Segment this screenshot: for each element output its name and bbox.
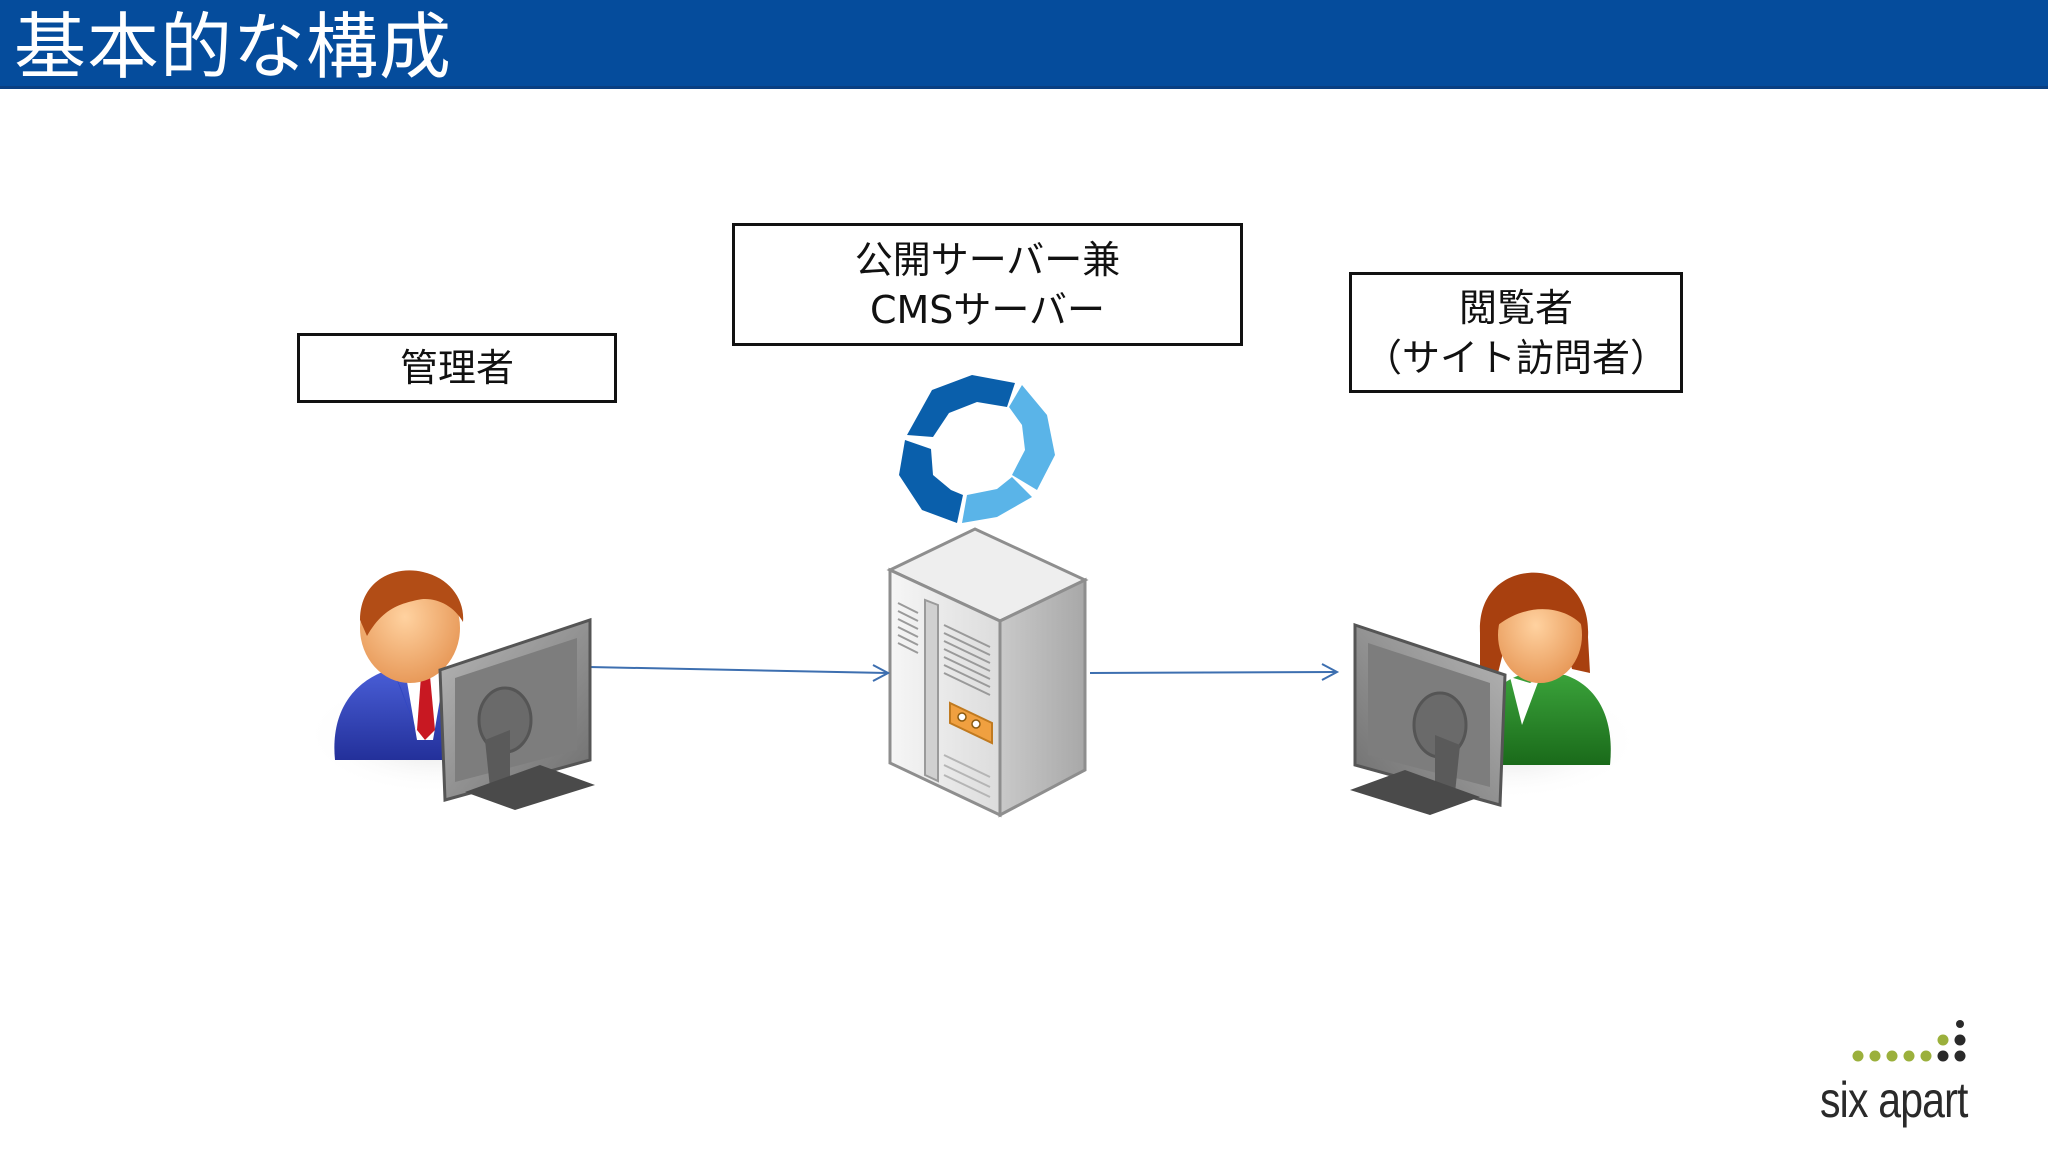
logo-text: six apart (1820, 1072, 1968, 1128)
cms-logo-icon (899, 375, 1055, 523)
viewer-label-line1: 閲覧者 (1458, 285, 1573, 330)
viewer-label-box: 閲覧者 （サイト訪問者） (1349, 272, 1683, 393)
server-label-line2: CMSサーバー (869, 287, 1106, 332)
visitor-user-at-computer-icon (1350, 572, 1640, 815)
slide-title: 基本的な構成 (14, 5, 453, 89)
title-bar: 基本的な構成 (0, 0, 2048, 89)
server-tower-icon (886, 527, 1089, 818)
arrow-server-to-viewer (1089, 663, 1340, 681)
arrow-admin-to-server (588, 664, 891, 682)
viewer-label-line2: （サイト訪問者） (1363, 335, 1668, 380)
logo-dots-icon (1852, 1020, 1966, 1062)
admin-label: 管理者 (399, 346, 514, 390)
admin-user-at-computer-icon (305, 570, 595, 810)
server-label-line1: 公開サーバー兼 (854, 237, 1121, 282)
admin-label-box: 管理者 (297, 333, 617, 403)
server-label-box: 公開サーバー兼 CMSサーバー (732, 223, 1243, 346)
six-apart-logo: six apart (1820, 1020, 2000, 1130)
